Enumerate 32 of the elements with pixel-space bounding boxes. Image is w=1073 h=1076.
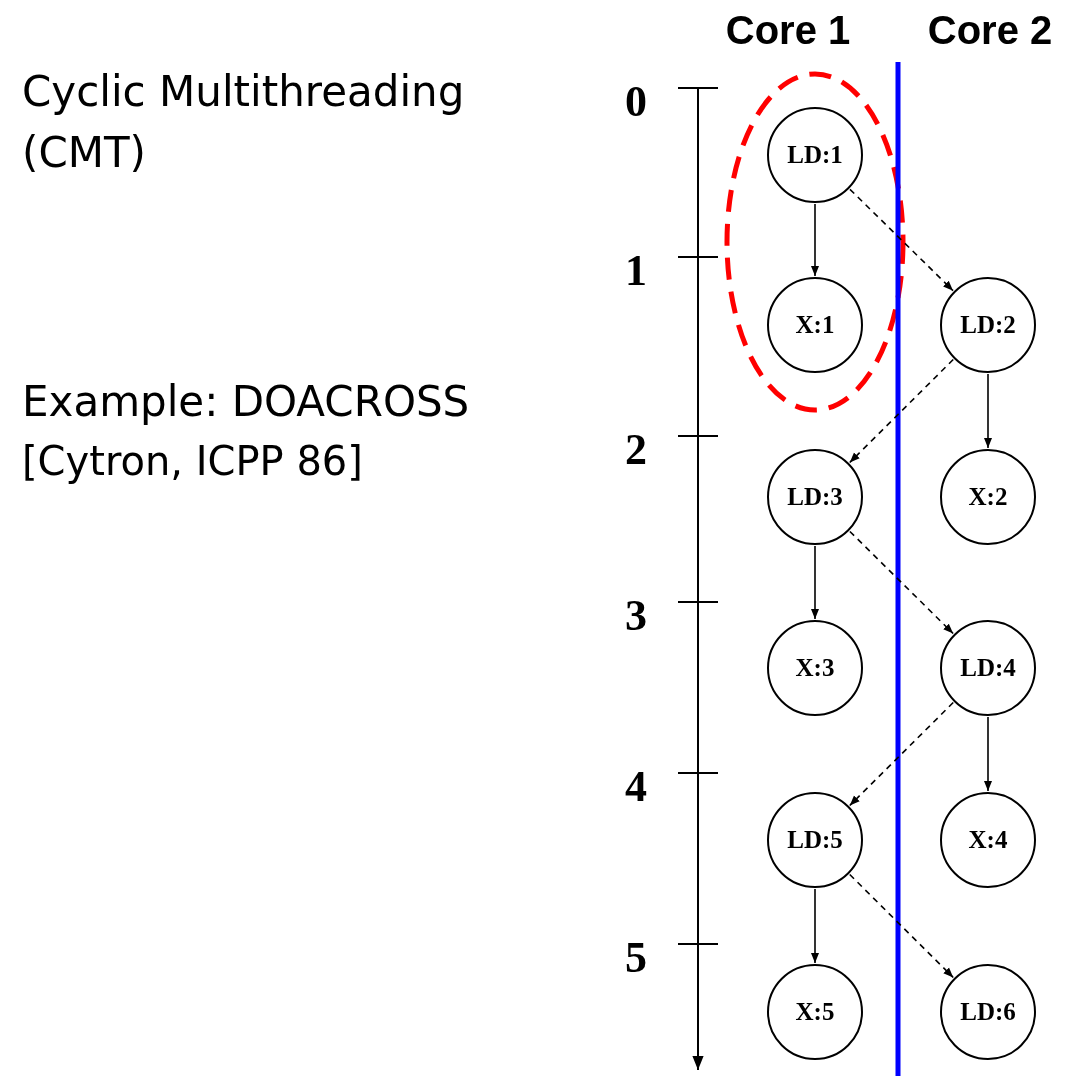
arrow — [849, 530, 954, 635]
event-circle: LD:3 — [767, 449, 863, 545]
time-tick-label: 0 — [625, 76, 647, 127]
column-heading: Core 1 — [725, 8, 851, 53]
event-circle: LD:6 — [940, 964, 1036, 1060]
event-circle: LD:1 — [767, 107, 863, 203]
description-text: [Cytron, ICPP 86] — [22, 437, 363, 486]
event-circle: X:3 — [767, 620, 863, 716]
arrow — [849, 188, 954, 292]
event-circle: X:2 — [940, 449, 1036, 545]
event-circle: LD:5 — [767, 792, 863, 888]
event-circle: X:4 — [940, 792, 1036, 888]
event-circle: LD:2 — [940, 277, 1036, 373]
event-circle: X:5 — [767, 964, 863, 1060]
time-tick-label: 2 — [625, 424, 647, 475]
column-heading: Core 2 — [927, 8, 1053, 53]
time-tick-label: 3 — [625, 590, 647, 641]
arrow — [811, 888, 819, 964]
time-tick-label: 5 — [625, 932, 647, 983]
event-circle: LD:4 — [940, 620, 1036, 716]
arrow — [848, 873, 955, 979]
description-text: Cyclic Multithreading (CMT) — [22, 66, 466, 179]
arrow — [811, 203, 819, 277]
arrow — [848, 701, 955, 807]
time-tick-label: 4 — [625, 761, 647, 812]
description-text: Example: DOACROSS — [22, 376, 470, 428]
arrow — [811, 545, 819, 620]
arrow — [984, 716, 992, 792]
arrow — [848, 358, 955, 464]
arrow — [984, 373, 992, 449]
event-circle: X:1 — [767, 277, 863, 373]
time-tick-label: 1 — [625, 245, 647, 296]
